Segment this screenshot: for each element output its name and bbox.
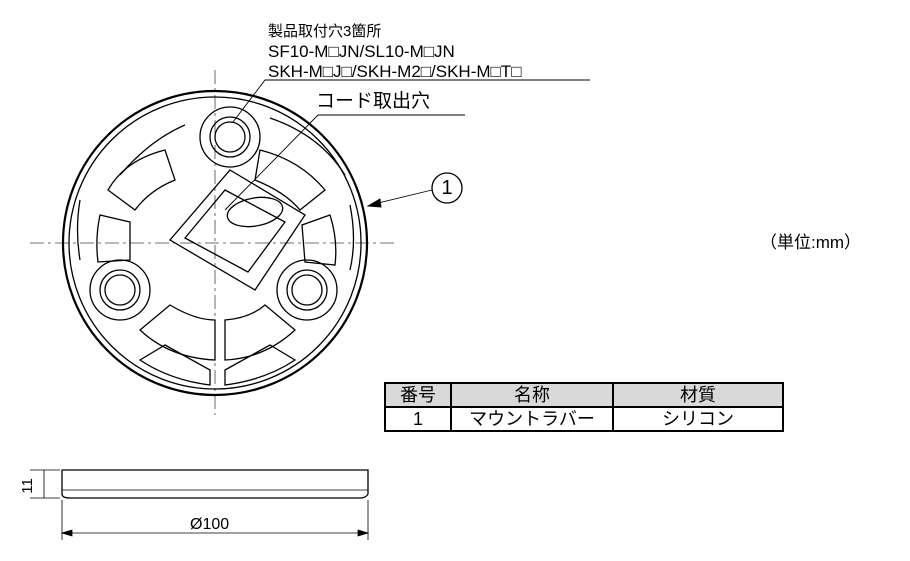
cell-number: 1	[384, 406, 452, 432]
mount-hole-models-1: SF10-M□JN/SL10-M□JN	[268, 42, 455, 61]
mount-hole-left	[89, 259, 151, 321]
cell-name: マウントラバー	[450, 406, 614, 432]
leader-lines	[224, 79, 590, 211]
header-number: 番号	[384, 382, 452, 408]
header-name: 名称	[450, 382, 614, 408]
mount-hole-right	[276, 259, 338, 321]
cord-outlet-pocket	[169, 169, 306, 291]
parts-table: 番号 名称 材質 1 マウントラバー シリコン	[384, 382, 784, 432]
mount-hole-top	[199, 106, 261, 168]
mount-hole-models-2: SKH-M□J□/SKH-M2□/SKH-M□T□	[268, 62, 522, 81]
mount-rubber-top-view	[61, 89, 369, 397]
mount-hole-title: 製品取付穴3箇所	[268, 23, 382, 40]
center-lines	[30, 70, 395, 415]
cord-outlet-label: コード取出穴	[316, 91, 431, 112]
cell-material: シリコン	[612, 406, 784, 432]
dimension-lines	[30, 469, 370, 540]
unit-label: （単位:mm）	[760, 233, 862, 252]
part-callout-number: 1	[441, 177, 453, 199]
mount-rubber-side-view	[61, 469, 369, 499]
table-row: 1 マウントラバー シリコン	[384, 406, 784, 432]
thickness-dimension: 11	[18, 478, 36, 494]
header-material: 材質	[612, 382, 784, 408]
diameter-dimension: Ø100	[190, 516, 230, 533]
parts-table-header: 番号 名称 材質	[384, 382, 784, 408]
